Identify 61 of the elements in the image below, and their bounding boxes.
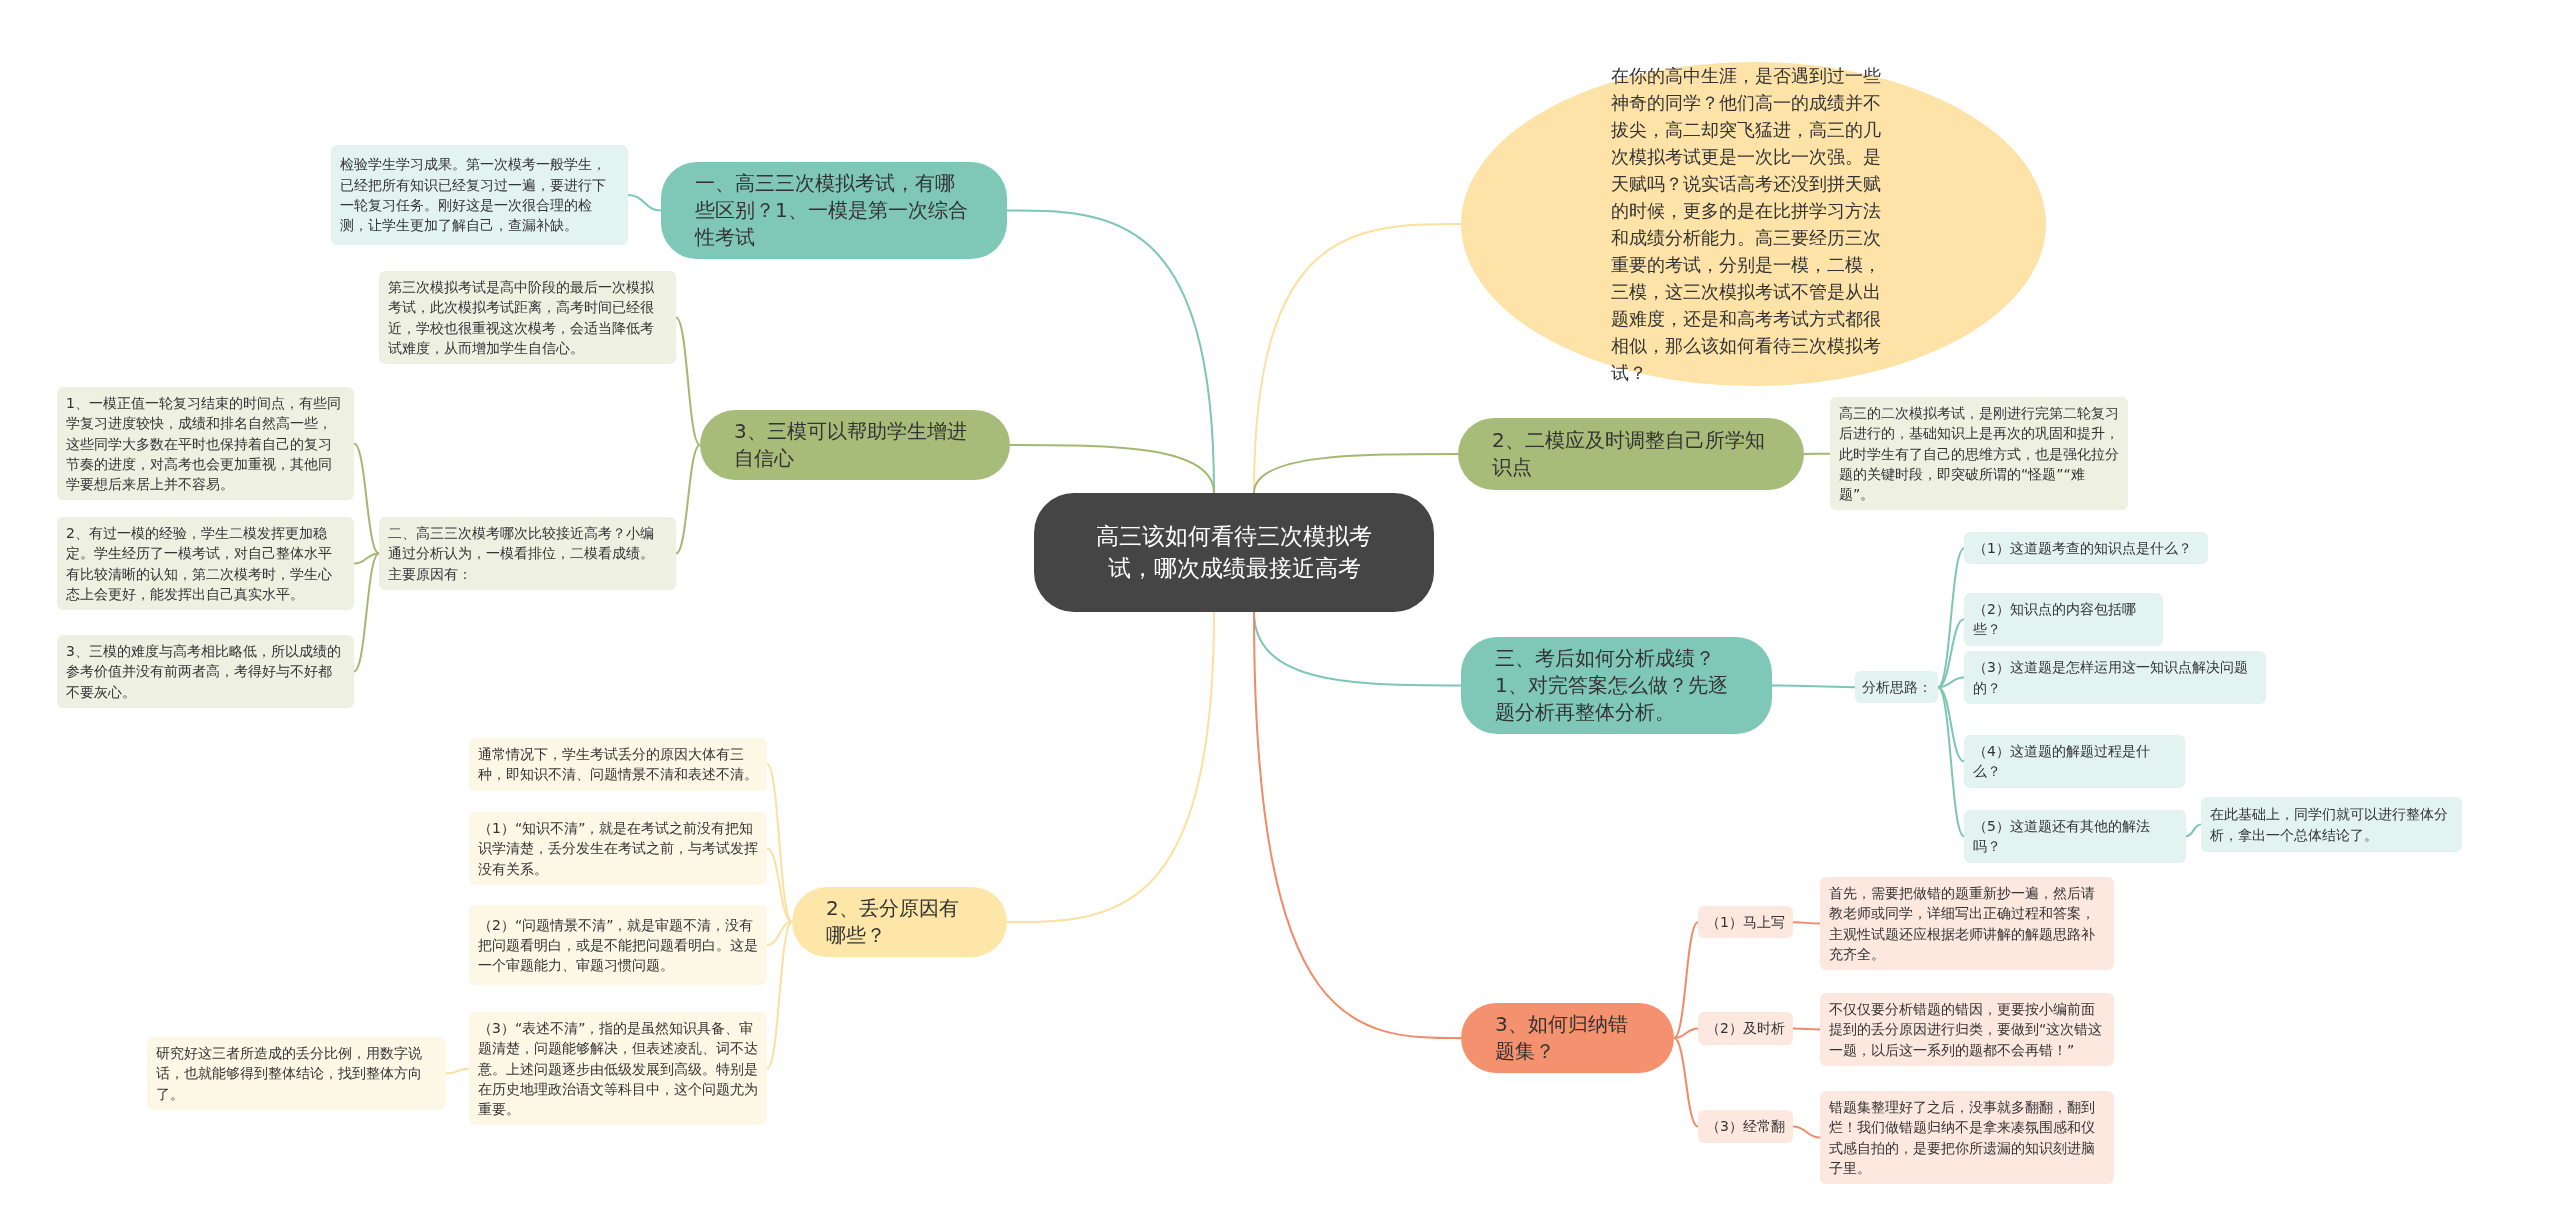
connector-line <box>1937 686 1965 763</box>
note-card: 错题集整理好了之后，没事就多翻翻，翻到烂！我们做错题归纳不是拿来凑氛围感和仪式感自拍的，是要把你所遗漏的知识刻进脑子里。 <box>1820 1091 2114 1185</box>
connector-line <box>1792 1125 1821 1139</box>
note-card: （2）及时析 <box>1698 1012 1793 1045</box>
note-card: （1）马上写 <box>1698 906 1793 939</box>
connector-line <box>1006 611 1215 923</box>
central-topic: 高三该如何看待三次模拟考试，哪次成绩最接近高考 <box>1034 493 1434 612</box>
connector-line <box>675 316 701 446</box>
branch-topic: 3、三模可以帮助学生增进自信心 <box>700 410 1010 480</box>
connector-line <box>627 194 662 212</box>
connector-line <box>1253 453 1459 494</box>
note-card: 不仅仅要分析错题的错因，更要按小编前面提到的丢分原因进行归类，要做到“这次错这一题，以后这一系列的题都不会再错！” <box>1820 993 2114 1066</box>
note-card: （3）经常翻 <box>1698 1110 1793 1143</box>
note-card: 二、高三三次模考哪次比较接近高考？小编通过分析认为，一模看排位，二模看成绩。主要原因有： <box>379 517 676 590</box>
connector-line <box>1673 1027 1699 1039</box>
note-card: 分析思路： <box>1855 671 1938 704</box>
note-card: 检验学生学习成果。第一次模考一般学生，已经把所有知识已经复习过一遍，要进行下一轮复习任务。刚好这是一次很合理的检测，让学生更加了解自己，查漏补缺。 <box>331 145 628 245</box>
connector-line <box>1771 684 1856 689</box>
note-card: （1）这道题考查的知识点是什么？ <box>1964 532 2208 565</box>
connector-line <box>1792 1027 1821 1031</box>
note-card: 1、一模正值一轮复习结束的时间点，有些同学复习进度较快，成绩和排名自然高一些，这些同学大多数在平时也保持着自己的复习节奏的进度，对高考也会更加重视，其他同学要想后来居上并不容易。 <box>57 387 354 501</box>
note-card: （1）“知识不清”，就是在考试之前没有把知识学清楚，丢分发生在考试之前，与考试发挥没有关系。 <box>469 812 767 885</box>
branch-topic: 一、高三三次模拟考试，有哪些区别？1、一模是第一次综合性考试 <box>661 162 1007 259</box>
note-card: 通常情况下，学生考试丢分的原因大体有三种，即知识不清、问题情景不清和表述不清。 <box>469 738 767 791</box>
connector-line <box>1937 686 1965 838</box>
connector-line <box>2185 823 2202 838</box>
connector-line <box>1937 618 1965 689</box>
note-card: 2、有过一模的经验，学生二模发挥更加稳定。学生经历了一模考试，对自己整体水平有比较清晰的认知，第二次模考时，学生心态上会更好，能发挥出自己真实水平。 <box>57 517 354 611</box>
connector-line <box>1803 452 1831 455</box>
branch-topic: 2、二模应及时调整自己所学知识点 <box>1458 418 1804 490</box>
connector-line <box>766 921 793 1070</box>
note-card: （2）“问题情景不清”，就是审题不清，没有把问题看明白，或是不能把问题看明白。这是一个审题能力、审题习惯问题。 <box>469 905 767 985</box>
connector-line <box>1009 444 1215 494</box>
note-card: （3）“表述不清”，指的是虽然知识具备、审题清楚，问题能够解决，但表述凌乱、词不达意。上述问题逐步由低级发展到高级。特别是在历史地理政治语文等科目中，这个问题尤为重要。 <box>469 1012 767 1126</box>
note-card: 首先，需要把做错的题重新抄一遍，然后请教老师或同学，详细写出正确过程和答案，主观性试题还应根据老师讲解的解题思路补充齐全。 <box>1820 877 2114 971</box>
note-card: （4）这道题的解题过程是什么？ <box>1964 735 2185 788</box>
note-card: 在此基础上，同学们就可以进行整体分析，拿出一个总体结论了。 <box>2201 797 2462 852</box>
note-card: （3）这道题是怎样运用这一知识点解决问题的？ <box>1964 651 2266 704</box>
connector-line <box>1792 921 1821 925</box>
connector-line <box>1253 611 1462 1039</box>
note-card: 3、三模的难度与高考相比略低，所以成绩的参考价值并没有前两者高，考得好与不好都不要灰心。 <box>57 635 354 708</box>
connector-line <box>353 442 380 555</box>
connector-line <box>766 921 793 946</box>
connector-line <box>445 1067 470 1075</box>
connector-line <box>1673 921 1699 1039</box>
note-card: （2）知识点的内容包括哪些？ <box>1964 593 2163 646</box>
note-card: 研究好这三者所造成的丢分比例，用数字说话，也就能够得到整体结论，找到整体方向了。 <box>147 1037 446 1110</box>
connector-line <box>353 552 380 673</box>
note-card: 高三的二次模拟考试，是刚进行完第二轮复习后进行的，基础知识上是再次的巩固和提升，此时学生有了自己的思维方式，也是强化拉分题的关键时段，即突破所谓的“怪题”“难题”。 <box>1830 397 2128 511</box>
note-card: 第三次模拟考试是高中阶段的最后一次模拟考试，此次模拟考试距离，高考时间已经很近，学校也很重视这次模考，会适当降低考试难度，从而增加学生自信心。 <box>379 271 676 365</box>
branch-topic: 2、丢分原因有哪些？ <box>792 887 1007 957</box>
connector-line <box>1937 676 1965 689</box>
intro-bubble: 在你的高中生涯，是否遇到过一些神奇的同学？他们高一的成绩并不拔尖，高二却突飞猛进，高三的几次模拟考试更是一次比一次强。是天赋吗？说实话高考还没到拼天赋的时候，更多的是在比拼学习方法和成绩分析能力。高三要经历三次重要的考试，分别是一模，二模，三模，这三次模拟考试不管是从出题难度，还是和高考考试方式都很相似，那么该如何看待三次模拟考试？ <box>1461 62 2046 386</box>
branch-topic: 三、考后如何分析成绩？1、对完答案怎么做？先逐题分析再整体分析。 <box>1461 637 1772 734</box>
note-card: （5）这道题还有其他的解法吗？ <box>1964 810 2186 863</box>
branch-topic: 3、如何归纳错题集？ <box>1461 1003 1674 1073</box>
connector-line <box>766 847 793 923</box>
connector-line <box>353 552 380 565</box>
connector-line <box>1673 1037 1699 1128</box>
connector-line <box>675 444 701 555</box>
connector-line <box>1937 547 1965 689</box>
